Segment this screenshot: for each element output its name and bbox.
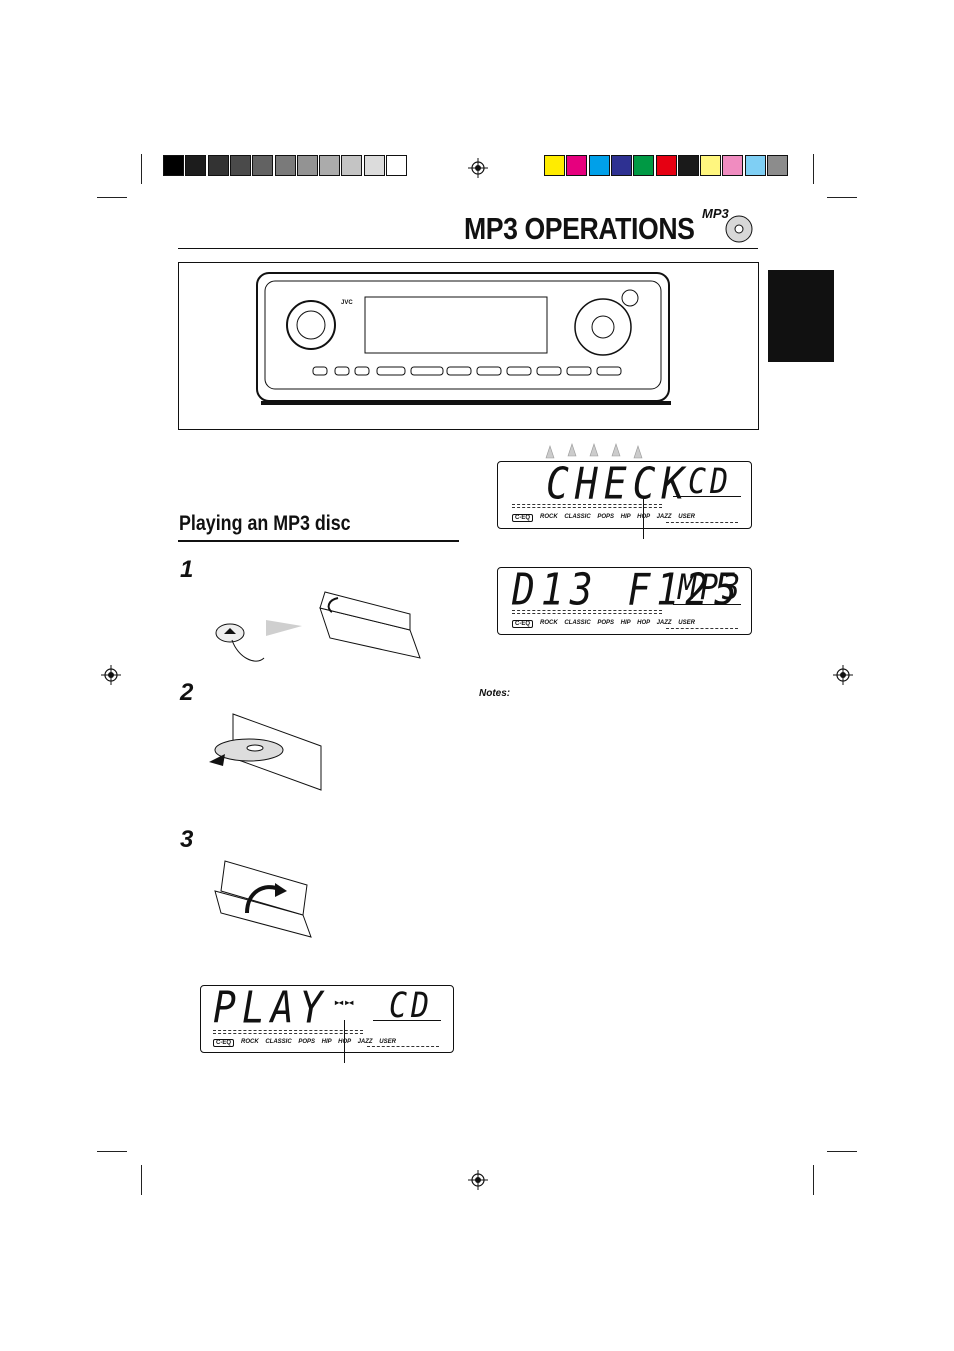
play-indicator: ▸◂ ▸◂: [335, 998, 354, 1007]
level-meter: [666, 522, 738, 523]
color-swatch: [700, 155, 722, 176]
display-underline: [373, 1020, 441, 1021]
callout-line: [344, 1020, 345, 1063]
display-source-text: CD: [389, 986, 434, 1027]
eq-mode-list: ROCK CLASSIC POPS HIP HOP JAZZ USER: [540, 514, 695, 520]
crop-mark: [97, 197, 127, 198]
color-swatch: [610, 155, 632, 176]
crop-mark: [141, 1165, 142, 1195]
ceq-indicator: C-EQ: [213, 1039, 234, 1047]
crop-mark: [813, 154, 814, 184]
registration-mark-top: [468, 158, 488, 178]
color-swatch: [229, 155, 251, 176]
disc-icon: [725, 215, 753, 243]
color-swatch: [296, 155, 318, 176]
close-panel-illustration: [214, 860, 312, 938]
color-swatch: [544, 155, 565, 176]
level-meter: [512, 610, 662, 611]
eq-mode-list: ROCK CLASSIC POPS HIP HOP JAZZ USER: [241, 1039, 396, 1045]
mp3-logo-text: MP3: [702, 206, 729, 221]
color-swatch: [767, 155, 788, 176]
page-title: MP3 OPERATIONS: [464, 211, 695, 246]
level-meter: [512, 613, 662, 614]
display-underline: [673, 604, 741, 605]
lcd-display-play: PLAY ▸◂ ▸◂ CD C-EQ ROCK CLASSIC POPS HIP…: [200, 982, 454, 1053]
eject-illustration: [215, 591, 421, 662]
color-swatch: [386, 155, 407, 176]
registration-mark-bottom: [468, 1170, 488, 1190]
level-meter: [213, 1030, 363, 1031]
lcd-display-info: D13 F125 MP3 C-EQ ROCK CLASSIC POPS HIP …: [497, 564, 752, 635]
color-swatch: [744, 155, 766, 176]
display-main-text: CHECK: [546, 458, 691, 509]
level-meter: [512, 504, 662, 505]
language-tab: [768, 270, 834, 362]
crop-mark: [141, 154, 142, 184]
color-swatch: [319, 155, 341, 176]
registration-mark-right: [833, 665, 853, 685]
level-meter: [213, 1033, 363, 1034]
color-swatch: [633, 155, 655, 176]
insert-disc-illustration: [209, 713, 322, 791]
ceq-indicator: C-EQ: [512, 514, 533, 522]
step-number: 1: [180, 556, 194, 583]
step-number: 3: [180, 826, 194, 853]
display-main-text: D13 F125: [512, 564, 744, 615]
step-number: 2: [180, 679, 194, 706]
color-swatch: [185, 155, 207, 176]
color-swatch: [722, 155, 744, 176]
crop-mark: [813, 1165, 814, 1195]
brand-label: JVC: [341, 300, 353, 306]
color-swatch: [677, 155, 699, 176]
eq-mode-list: ROCK CLASSIC POPS HIP HOP JAZZ USER: [540, 620, 695, 626]
crop-mark: [827, 1151, 857, 1152]
ceq-indicator: C-EQ: [512, 620, 533, 628]
color-swatch: [341, 155, 363, 176]
color-swatch: [588, 155, 610, 176]
lcd-display-check: CHECK CD C-EQ ROCK CLASSIC POPS HIP HOP …: [497, 458, 752, 529]
unit-illustration-frame: [178, 262, 759, 430]
color-swatch: [207, 155, 229, 176]
display-underline: [673, 496, 741, 497]
callout-line: [643, 497, 644, 539]
mp3-logo: MP3: [700, 206, 758, 246]
level-meter: [367, 1046, 439, 1047]
car-stereo-panel: [256, 272, 671, 405]
notes-label: Notes:: [479, 688, 511, 699]
color-swatch: [163, 155, 184, 176]
level-meter: [666, 628, 738, 629]
display-format-text: MP3: [678, 568, 745, 609]
color-swatch: [655, 155, 677, 176]
section-heading: Playing an MP3 disc: [179, 512, 351, 535]
crop-mark: [97, 1151, 127, 1152]
crop-mark: [827, 197, 857, 198]
color-swatch: [566, 155, 588, 176]
color-swatch: [252, 155, 274, 176]
color-swatch: [363, 155, 385, 176]
level-meter: [512, 507, 662, 508]
display-main-text: PLAY: [213, 982, 329, 1033]
registration-mark-left: [101, 665, 121, 685]
header-rule: [178, 248, 758, 249]
display-source-text: CD: [688, 462, 733, 503]
color-swatch: [274, 155, 296, 176]
section-rule: [178, 540, 459, 542]
